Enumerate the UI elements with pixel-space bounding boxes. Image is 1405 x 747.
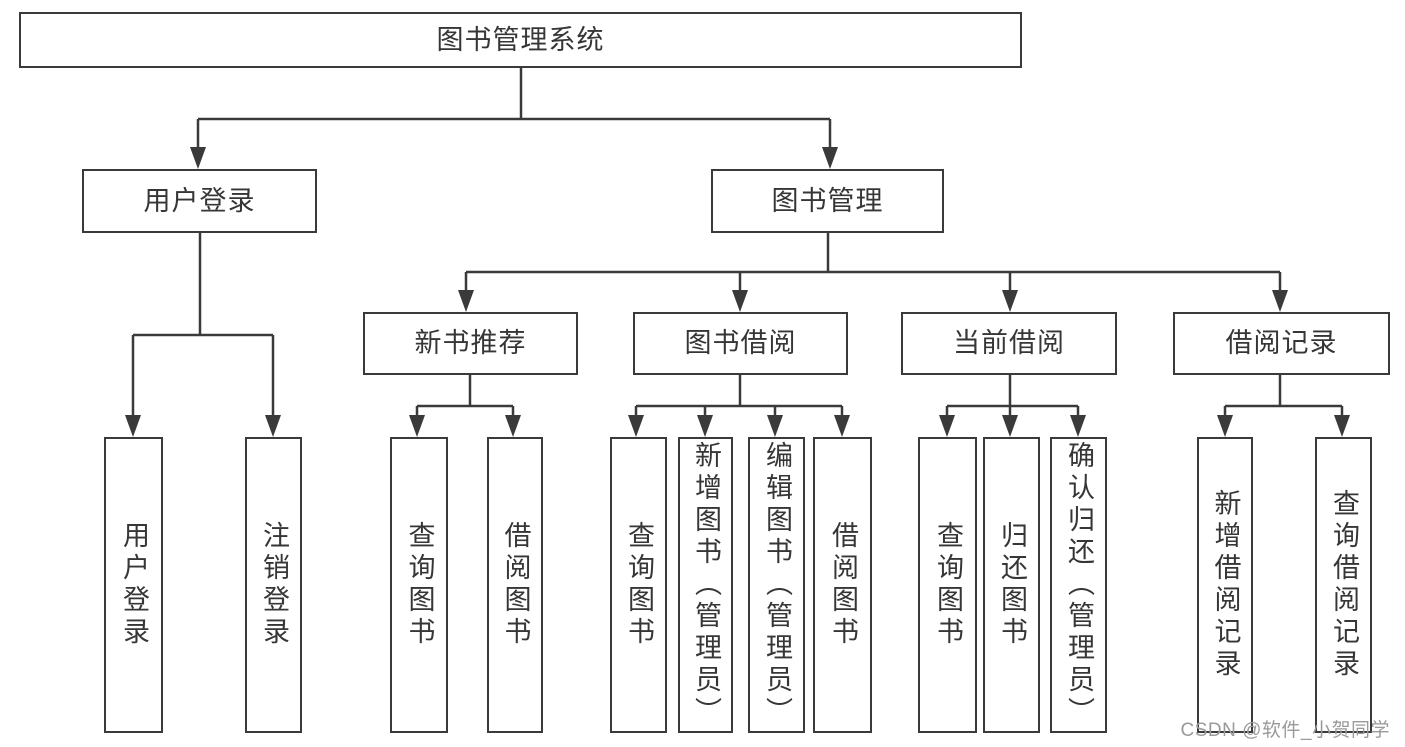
leaf-return-book: 归还图书 — [983, 437, 1040, 733]
leaf-logout: 注销登录 — [245, 437, 302, 733]
node-current-borrow: 当前借阅 — [901, 312, 1117, 375]
watermark: CSDN @软件_小贺同学 — [1180, 720, 1390, 741]
leaf-query-borrow-record-label: 查询借阅记录 — [1329, 489, 1359, 681]
node-user-login: 用户登录 — [82, 169, 317, 233]
leaf-logout-label: 注销登录 — [259, 521, 289, 649]
leaf-user-login: 用户登录 — [104, 437, 163, 733]
leaf-edit-book-admin-label: 编辑图书（管理员） — [762, 441, 792, 729]
arrowheads — [125, 147, 1350, 437]
leaf-borrow-book: 借阅图书 — [813, 437, 872, 733]
node-root-label: 图书管理系统 — [436, 24, 605, 55]
leaf-add-book-admin: 新增图书（管理员） — [678, 437, 733, 733]
leaf-user-login-label: 用户登录 — [119, 521, 149, 649]
leaf-query-book-recommend-label: 查询图书 — [404, 521, 435, 649]
node-current-borrow-label: 当前借阅 — [953, 328, 1065, 358]
node-book-management-label: 图书管理 — [771, 185, 884, 216]
leaf-add-borrow-record-label: 新增借阅记录 — [1210, 489, 1241, 681]
node-borrow-records-label: 借阅记录 — [1225, 328, 1338, 358]
node-book-management: 图书管理 — [711, 169, 944, 233]
leaf-add-book-admin-label: 新增图书（管理员） — [691, 441, 721, 729]
node-new-book-recommend-label: 新书推荐 — [414, 328, 527, 358]
leaf-borrow-book-recommend-label: 借阅图书 — [500, 521, 531, 649]
leaf-borrow-book-recommend: 借阅图书 — [487, 437, 543, 733]
leaf-edit-book-admin: 编辑图书（管理员） — [748, 437, 805, 733]
leaf-query-book-current: 查询图书 — [918, 437, 977, 733]
node-borrow-records: 借阅记录 — [1173, 312, 1390, 375]
leaf-return-book-label: 归还图书 — [997, 521, 1027, 649]
leaf-add-borrow-record: 新增借阅记录 — [1197, 437, 1253, 733]
leaf-confirm-return-admin-label: 确认归还（管理员） — [1064, 441, 1094, 729]
node-root: 图书管理系统 — [19, 12, 1022, 68]
node-book-borrow-label: 图书借阅 — [684, 328, 797, 358]
leaf-query-book-current-label: 查询图书 — [933, 521, 963, 649]
leaf-borrow-book-label: 借阅图书 — [828, 521, 858, 649]
leaf-query-borrow-record: 查询借阅记录 — [1315, 437, 1372, 733]
leaf-query-book-borrow: 查询图书 — [610, 437, 667, 733]
node-new-book-recommend: 新书推荐 — [363, 312, 578, 375]
node-book-borrow: 图书借阅 — [633, 312, 848, 375]
leaf-confirm-return-admin: 确认归还（管理员） — [1050, 437, 1107, 733]
connector-line-path — [131, 68, 1344, 419]
node-user-login-label: 用户登录 — [143, 185, 256, 216]
leaf-query-book-recommend: 查询图书 — [390, 437, 448, 733]
leaf-query-book-borrow-label: 查询图书 — [624, 521, 654, 649]
